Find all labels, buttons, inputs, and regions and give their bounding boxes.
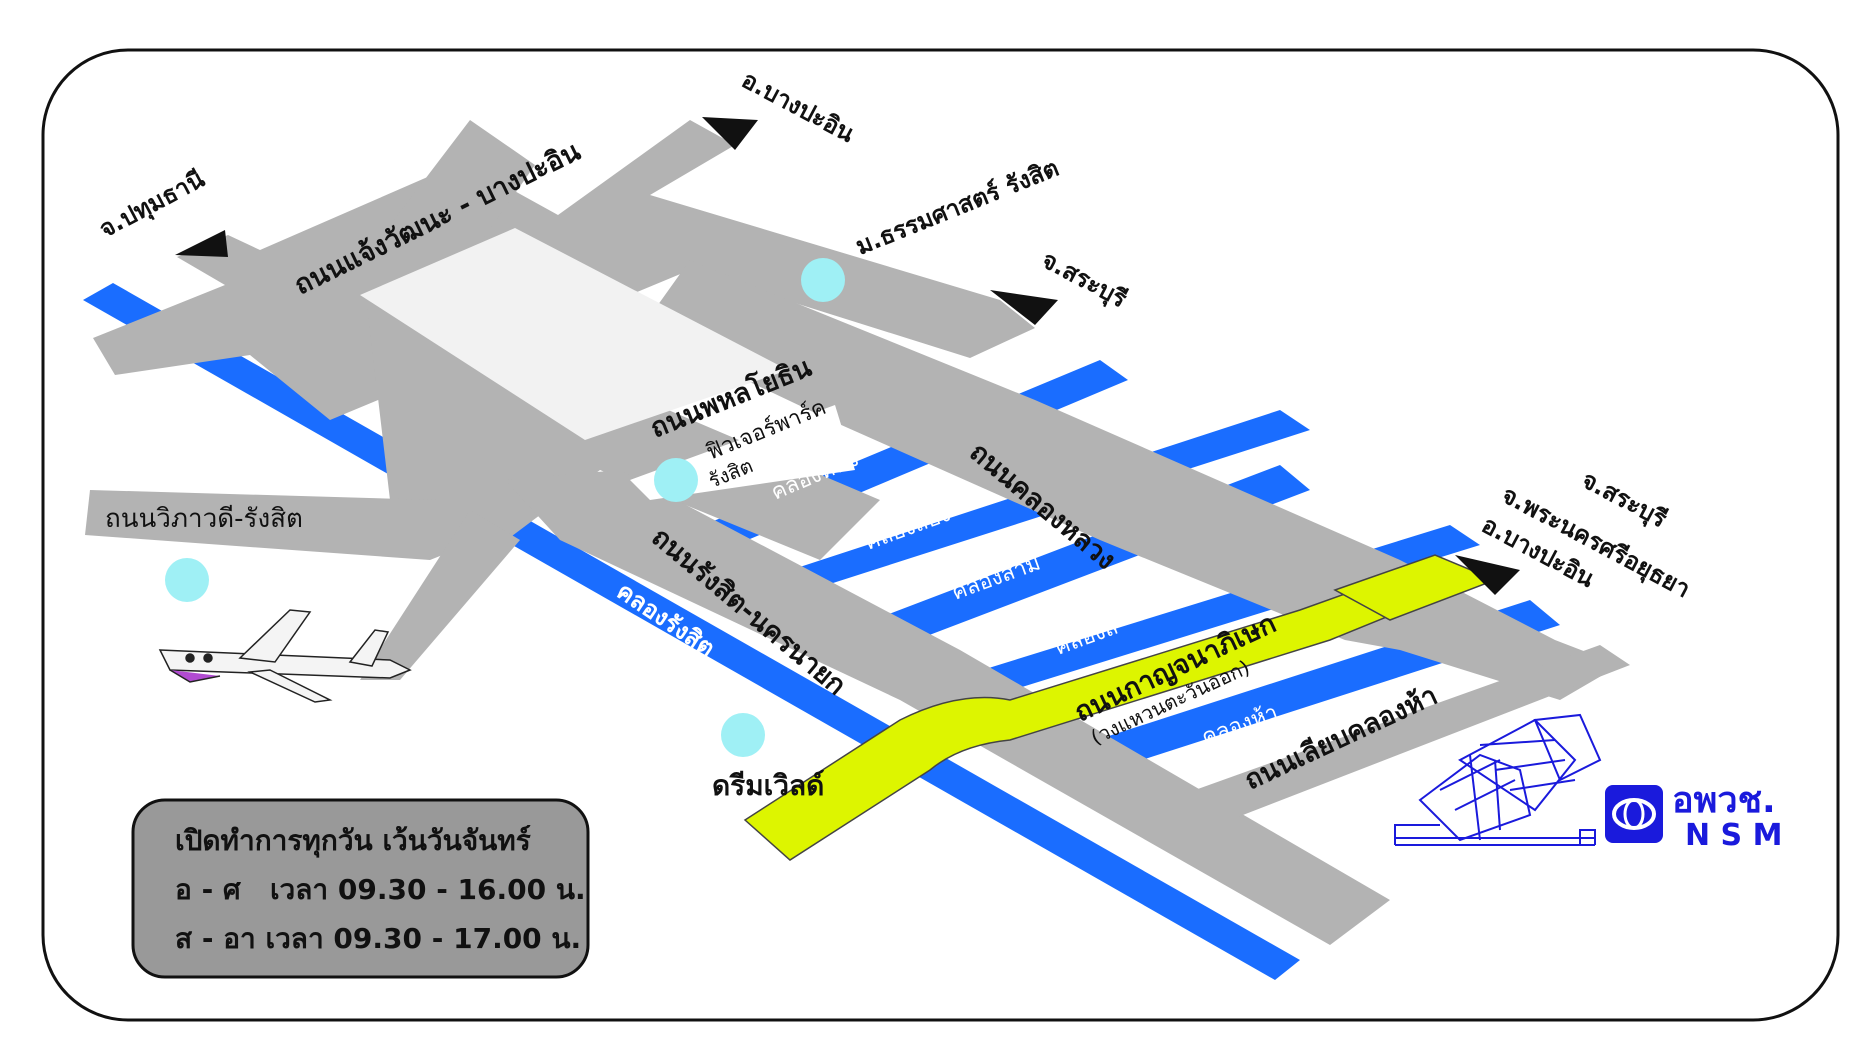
logo-thai-text: อพวช.: [1672, 780, 1776, 821]
inner-block: [360, 228, 788, 440]
hours-box-bg: [131, 798, 590, 979]
hours-box: เปิดทำการทุกวัน เว้นวันจันทร์ อ - ศ เวลา…: [131, 798, 590, 979]
label-vibhavadi: ถนนวิภาวดี-รังสิต: [105, 504, 303, 534]
landmark-dot-airport: [165, 558, 209, 602]
logo-english-text: N S M: [1685, 818, 1782, 853]
arrow-east: [1455, 555, 1520, 595]
arrow-pathum-thani: [175, 230, 228, 257]
arrow-bang-pa-in-top: [702, 117, 758, 150]
airplane-icon: [158, 609, 412, 703]
hours-line-1: เปิดทำการทุกวัน เว้นวันจันทร์: [175, 824, 531, 858]
landmark-dot-dream-world: [721, 713, 765, 757]
nsm-logo: อพวช. N S M: [1605, 780, 1782, 853]
road-vibhavadi-branch: [360, 510, 520, 680]
hours-line-2: อ - ศ เวลา 09.30 - 16.00 น.: [175, 873, 586, 906]
road-vibhavadi: [85, 490, 480, 560]
arrow-saraburi-mid: [990, 290, 1058, 325]
landmark-dot-thammasat: [801, 258, 845, 302]
nsm-building-icon: [1394, 713, 1602, 846]
road-liap-khlong-ha: [1195, 645, 1630, 820]
hours-line-3: ส - อา เวลา 09.30 - 17.00 น.: [175, 922, 581, 955]
landmark-dot-future-park: [654, 458, 698, 502]
nsm-logo-emblem: [1605, 785, 1663, 843]
label-dream-world: ดรีมเวิลด์: [712, 769, 824, 802]
